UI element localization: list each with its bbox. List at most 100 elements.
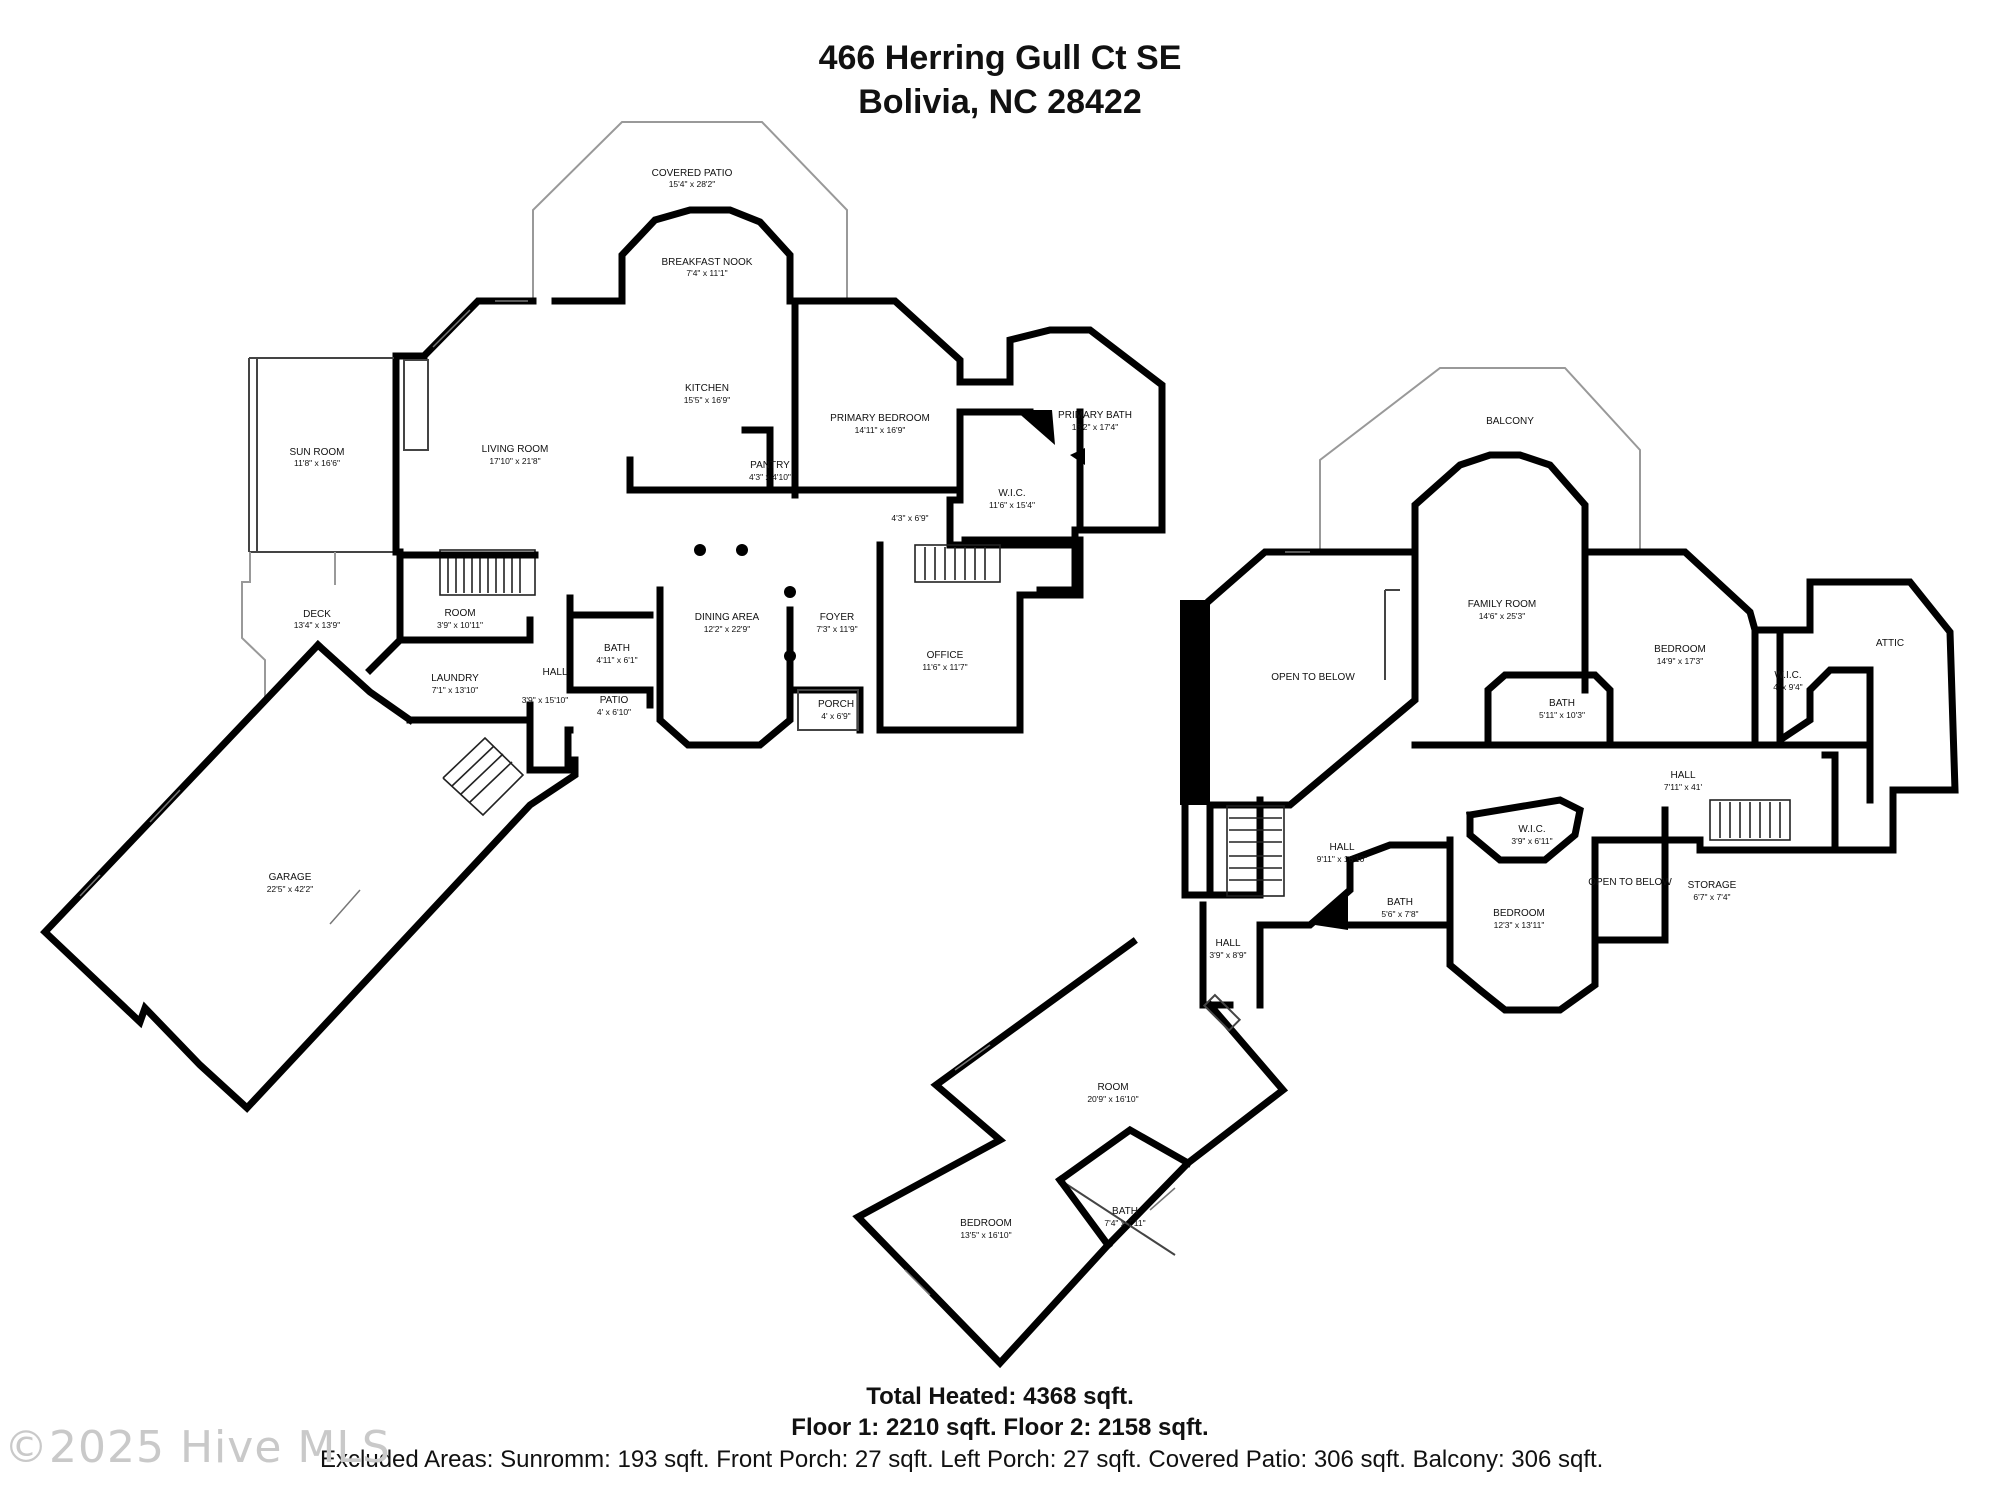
dim-porch: 4' x 6'9" [821, 711, 850, 721]
breakfast-nook-bay [618, 206, 794, 304]
label-garage: GARAGE [269, 872, 312, 883]
primary-bath-fixture [1070, 448, 1085, 465]
dim-primary-bedroom: 14'11" x 16'9" [855, 425, 906, 435]
label-room-2: ROOM [1097, 1082, 1128, 1093]
dim-family-room: 14'6" x 25'3" [1479, 611, 1526, 621]
dim-wic-2a: 4' x 9'4" [1773, 682, 1802, 692]
dim-hall-2a: 7'11" x 41' [1664, 782, 1703, 792]
address-line-2: Bolivia, NC 28422 [858, 83, 1142, 121]
dim-wic-primary: 11'6" x 15'4" [989, 500, 1035, 510]
label-open-to-below-2: OPEN TO BELOW [1588, 877, 1672, 888]
dim-bath-2a: 5'11" x 10'3" [1539, 710, 1585, 720]
primary-bath-counter [1015, 410, 1055, 445]
dim-primary-bath: 13'2" x 17'4" [1072, 422, 1119, 432]
dim-deck: 13'4" x 13'9" [294, 620, 341, 630]
label-porch: PORCH [818, 699, 854, 710]
dim-sun-room: 11'8" x 16'6" [294, 458, 340, 468]
label-hall-2b: HALL [1329, 842, 1354, 853]
fireplace [403, 359, 429, 451]
balcony-outline [1319, 367, 1641, 552]
label-hall-2c: HALL [1215, 938, 1240, 949]
label-patio: PATIO [600, 695, 629, 706]
label-sun-room: SUN ROOM [290, 447, 345, 458]
label-bath-2a: BATH [1549, 698, 1575, 709]
dim-living-room: 17'10" x 21'8" [489, 456, 540, 466]
label-wic-2b: W.I.C. [1518, 824, 1545, 835]
stair-hall-2 [1226, 805, 1285, 897]
label-open-to-below-1: OPEN TO BELOW [1271, 672, 1355, 683]
label-balcony: BALCONY [1486, 416, 1534, 427]
dim-bath-1: 4'11" x 6'1" [596, 655, 637, 665]
label-bedroom-2c: BEDROOM [960, 1218, 1012, 1229]
north-wall [419, 297, 537, 361]
watermark: ©2025 Hive MLS [4, 1422, 391, 1473]
floor-2-labels: BALCONY FAMILY ROOM 14'6" x 25'3" BEDROO… [960, 416, 1904, 1240]
label-bath-2c: BATH [1112, 1206, 1138, 1217]
dim-bedroom-2c: 13'5" x 16'10" [960, 1230, 1011, 1240]
dim-bath-2c: 7'4" x 7'11" [1104, 1218, 1145, 1228]
dim-laundry: 7'1" x 13'10" [432, 685, 479, 695]
label-deck: DECK [303, 609, 331, 620]
label-hall-2a: HALL [1670, 770, 1695, 781]
label-foyer: FOYER [820, 612, 854, 623]
dim-office: 11'6" x 11'7" [922, 662, 967, 672]
label-bath-2b: BATH [1387, 897, 1413, 908]
primary-bedroom-north-wall [831, 297, 1166, 534]
label-primary-bath: PRIMARY BATH [1058, 410, 1132, 421]
deck-outline [241, 552, 266, 705]
label-room-1: ROOM [444, 608, 475, 619]
stair-office [914, 544, 1001, 583]
porch-outline [797, 689, 859, 731]
label-wic-2a: W.I.C. [1774, 670, 1801, 681]
label-bedroom-2b: BEDROOM [1493, 908, 1545, 919]
dim-hall-2c: 3'9" x 8'9" [1209, 950, 1246, 960]
floor-1 [40, 121, 1166, 1113]
dim-garage: 22'5" x 42'2" [267, 884, 314, 894]
lower-room-outline [852, 937, 1289, 1369]
dim-hall-1: 3'9" x 15'10" [522, 695, 569, 705]
label-attic: ATTIC [1876, 638, 1904, 649]
dim-room-1: 3'9" x 10'11" [437, 620, 483, 630]
label-office: OFFICE [927, 650, 964, 661]
dim-bath-2b: 5'6" x 7'8" [1381, 909, 1418, 919]
floor-2 [852, 367, 1959, 1369]
dim-wic-2b: 3'9" x 6'11" [1511, 836, 1552, 846]
label-covered-patio: COVERED PATIO [652, 168, 733, 179]
label-storage: STORAGE [1688, 880, 1737, 891]
label-primary-bedroom: PRIMARY BEDROOM [830, 413, 930, 424]
label-laundry: LAUNDRY [431, 673, 479, 684]
label-bath-1: BATH [604, 643, 630, 654]
label-bedroom-2a: BEDROOM [1654, 644, 1706, 655]
label-dining-area: DINING AREA [695, 612, 760, 623]
dim-kitchen: 15'5" x 16'9" [684, 395, 731, 405]
dim-storage: 6'7" x 7'4" [1693, 892, 1730, 902]
total-heated: Total Heated: 4368 sqft. [866, 1383, 1134, 1410]
covered-patio-outline [532, 121, 848, 300]
dim-hall-2b: 9'11" x 16'10" [1317, 854, 1368, 864]
floor-1-labels: COVERED PATIO 15'4" x 28'2" BREAKFAST NO… [267, 168, 1132, 894]
bath-fixture-2 [1315, 895, 1348, 930]
label-hall-1: HALL [542, 667, 567, 678]
label-breakfast-nook: BREAKFAST NOOK [662, 257, 753, 268]
address-line-1: 466 Herring Gull Ct SE [818, 39, 1182, 77]
stair-garage [442, 736, 525, 817]
dim-closet: 4'3" x 6'9" [891, 513, 928, 523]
dim-dining-area: 12'2" x 22'9" [704, 624, 751, 634]
dim-pantry: 4'3" x 4'10" [749, 472, 791, 482]
dim-bedroom-2b: 12'3" x 13'11" [1494, 920, 1545, 930]
dim-bedroom-2a: 14'9" x 17'3" [1657, 656, 1704, 666]
label-kitchen: KITCHEN [685, 383, 729, 394]
excluded-areas: Excluded Areas: Sunromm: 193 sqft. Front… [320, 1446, 1604, 1473]
dim-foyer: 7'3" x 11'9" [816, 624, 857, 634]
garage-outline [40, 640, 579, 1113]
label-pantry: PANTRY [750, 460, 790, 471]
dim-breakfast-nook: 7'4" x 11'1" [686, 268, 727, 278]
open-to-below-wall [1180, 600, 1210, 805]
stair-attic [1709, 799, 1791, 841]
dim-room-2: 20'9" x 16'10" [1087, 1094, 1138, 1104]
label-wic-primary: W.I.C. [998, 488, 1025, 499]
stair-living [439, 549, 536, 596]
label-living-room: LIVING ROOM [482, 444, 549, 455]
label-family-room: FAMILY ROOM [1468, 599, 1537, 610]
